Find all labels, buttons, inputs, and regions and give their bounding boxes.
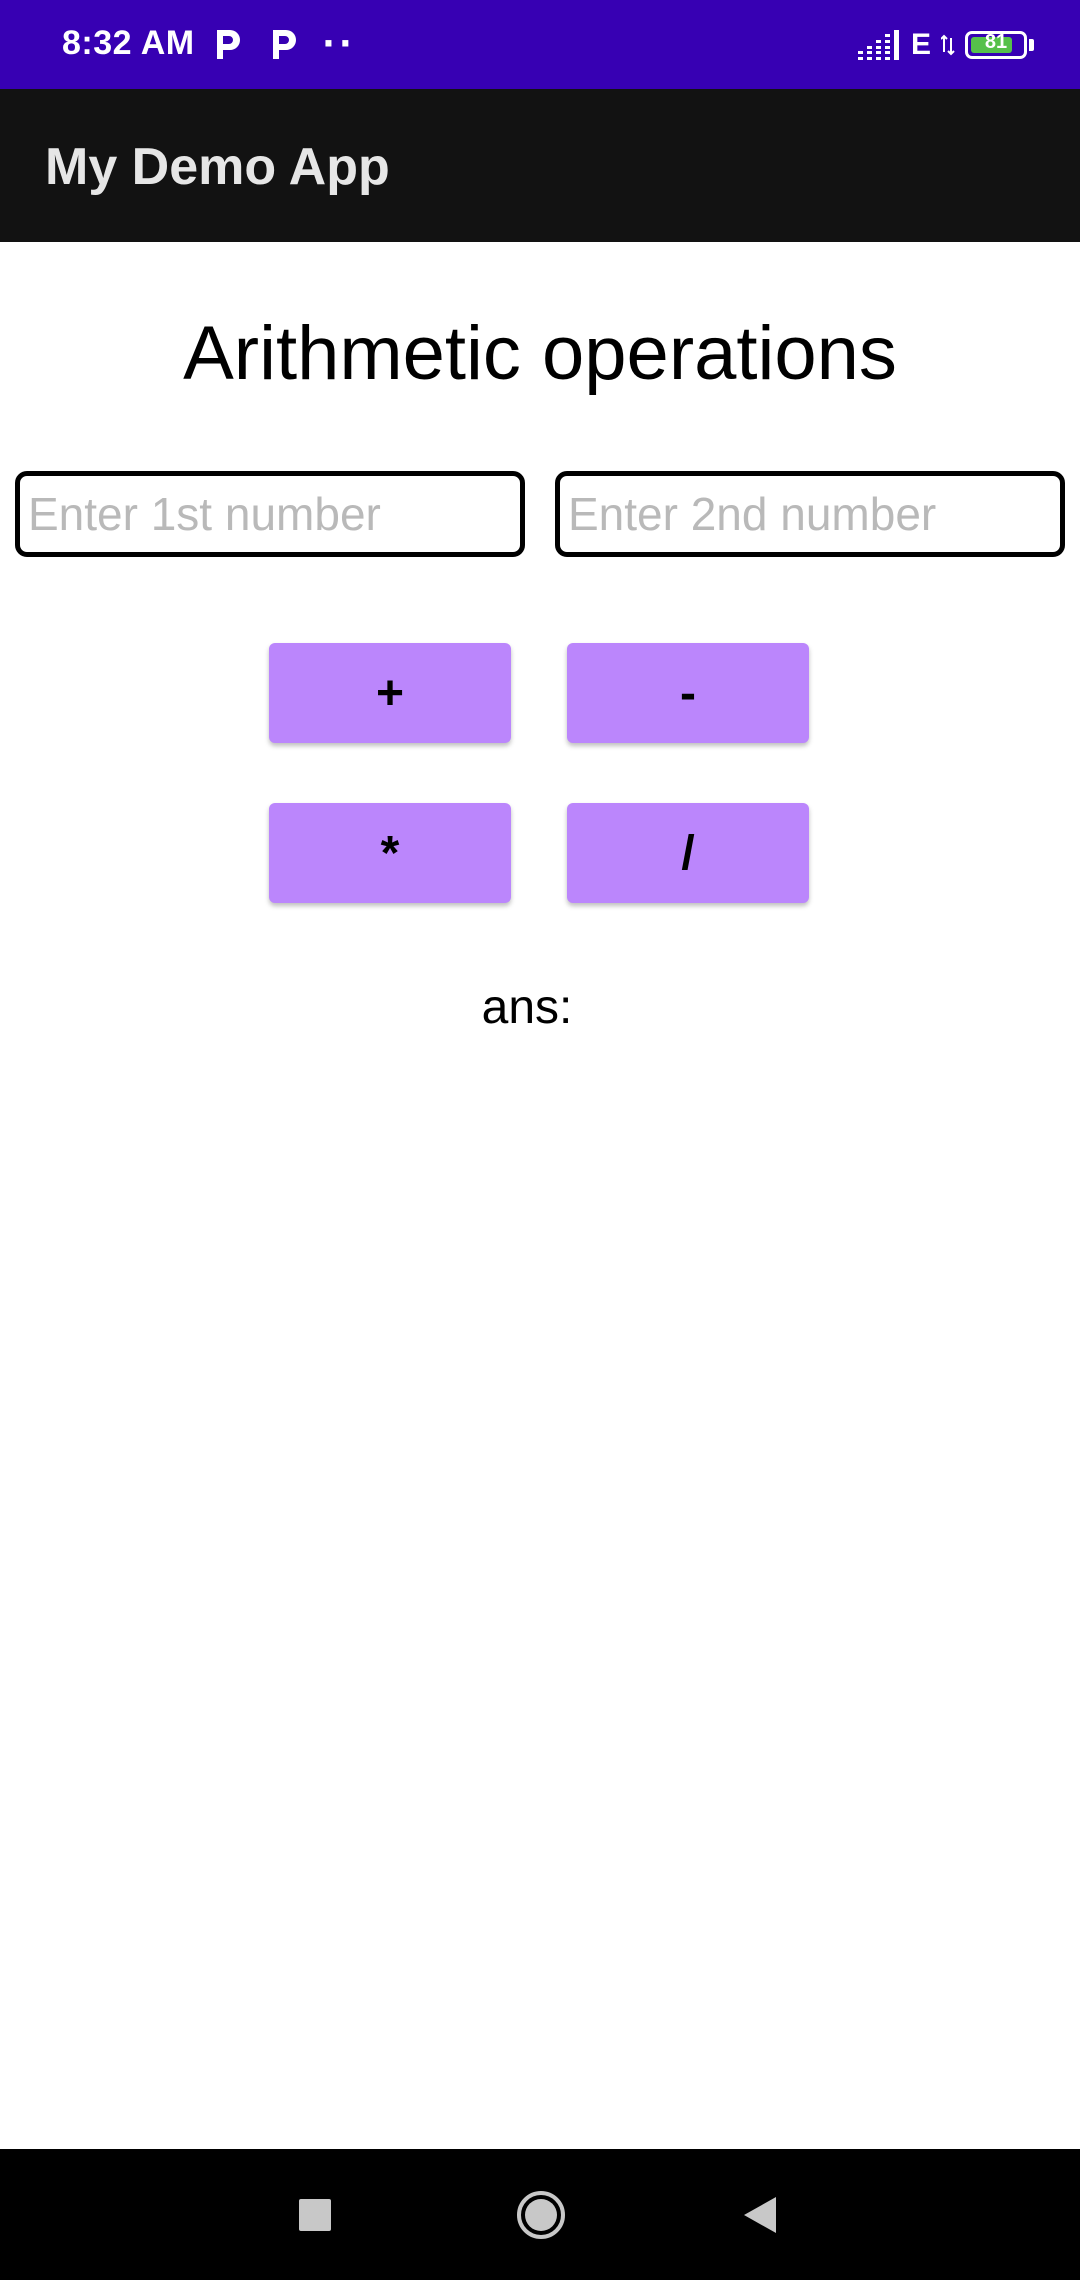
- app-title: My Demo App: [45, 138, 390, 196]
- recents-button[interactable]: [255, 2149, 375, 2280]
- back-icon: [744, 2196, 776, 2233]
- status-bar: 8:32 AM ·· E 81: [0, 0, 1080, 89]
- more-notifications-icon: ··: [322, 24, 356, 64]
- add-button[interactable]: +: [269, 643, 511, 743]
- parking-app-icon: [273, 30, 296, 59]
- divide-button[interactable]: /: [567, 803, 809, 903]
- navigation-bar: [0, 2149, 1080, 2280]
- notification-icons: ··: [210, 26, 356, 62]
- home-button[interactable]: [481, 2149, 601, 2280]
- app-bar: My Demo App: [0, 89, 1080, 242]
- page-title: Arithmetic operations: [183, 311, 897, 396]
- network-type: E: [910, 28, 931, 61]
- subtract-button[interactable]: -: [567, 643, 809, 743]
- multiply-button[interactable]: *: [269, 803, 511, 903]
- status-time: 8:32 AM: [62, 24, 195, 62]
- back-button[interactable]: [700, 2149, 820, 2280]
- second-number-input[interactable]: [555, 471, 1065, 557]
- battery-icon: 81: [965, 31, 1027, 59]
- battery-fill: [971, 37, 1012, 53]
- signal-icon: [857, 30, 899, 60]
- battery-level: 81: [984, 31, 1008, 53]
- answer-label: ans:: [481, 981, 573, 1034]
- data-activity-icon: [941, 34, 955, 56]
- status-indicators: E 81: [857, 28, 1034, 62]
- first-number-input[interactable]: [15, 471, 525, 557]
- battery-tip: [1029, 39, 1034, 51]
- recents-icon: [299, 2198, 331, 2231]
- home-icon: [517, 2190, 565, 2239]
- parking-app-icon: [217, 30, 240, 59]
